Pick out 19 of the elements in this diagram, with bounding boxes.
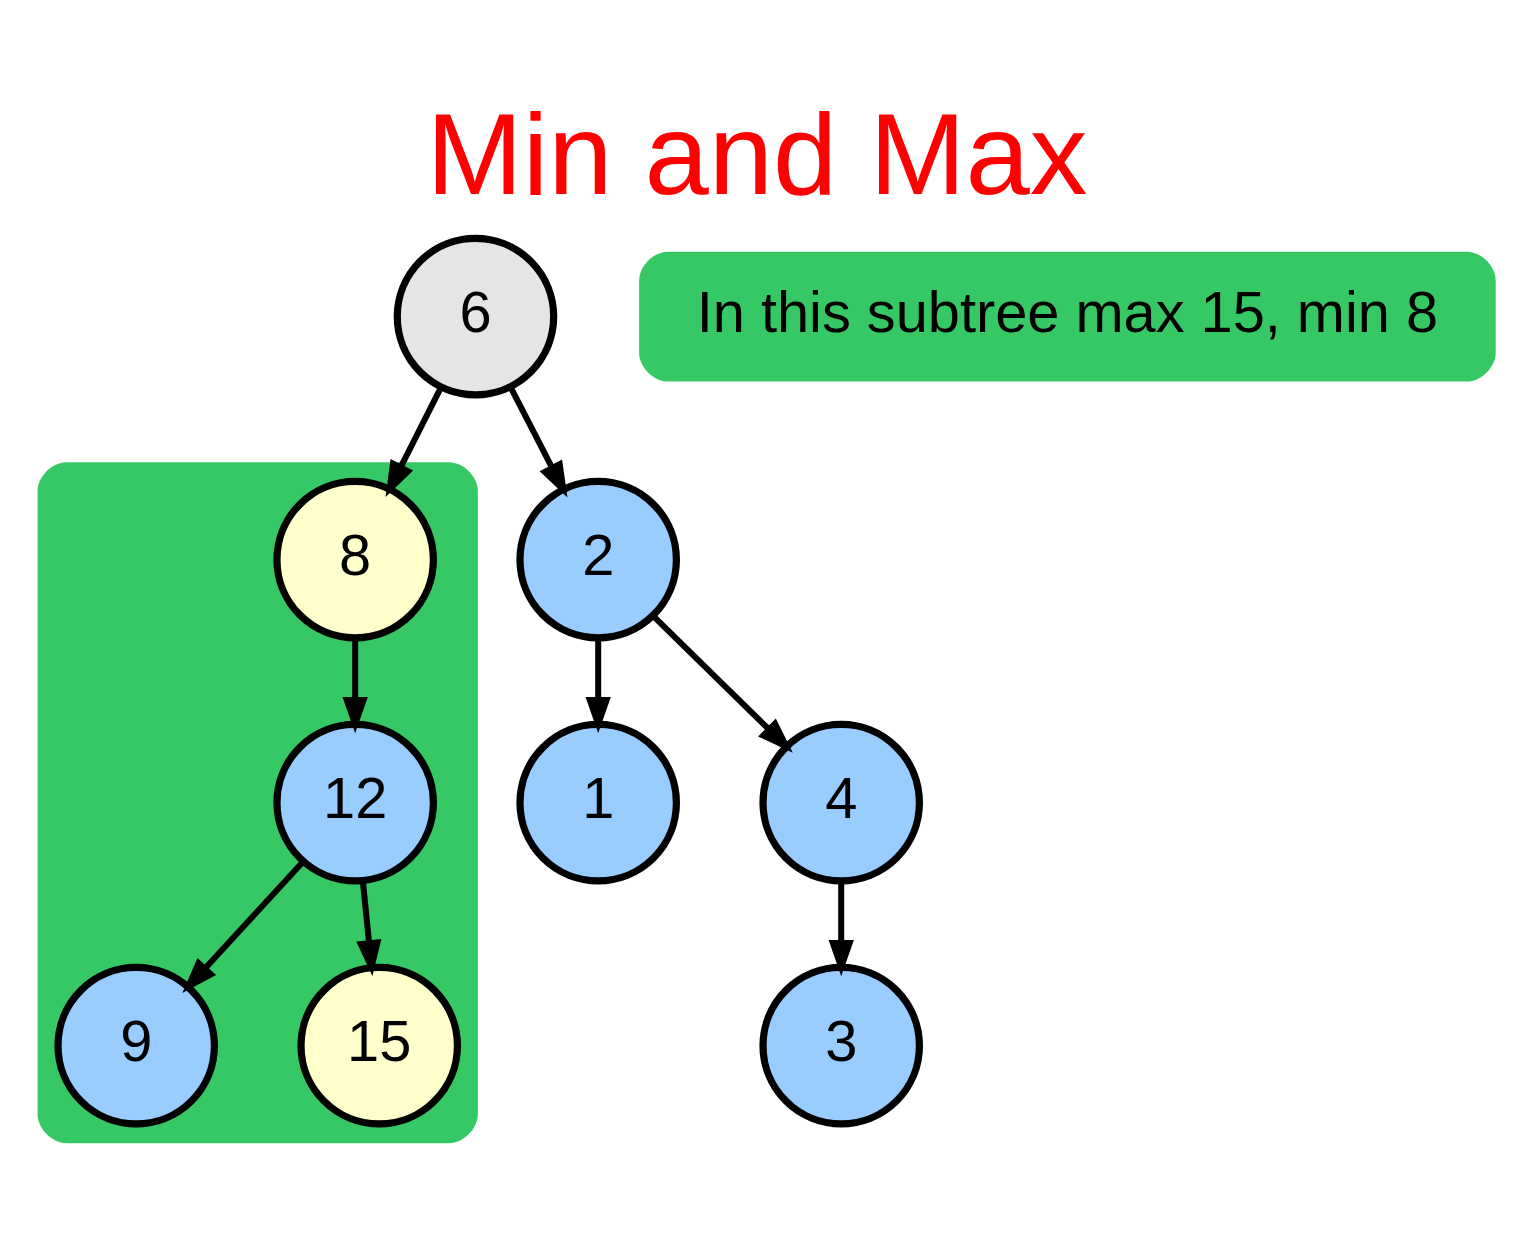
arrow (828, 881, 854, 977)
arrow (356, 880, 382, 977)
node-circle: 6 (393, 234, 558, 399)
arrow (342, 638, 368, 734)
node-circle: 9 (54, 963, 218, 1128)
cluster (37, 462, 478, 1144)
node-circle: 1 (516, 720, 680, 885)
node-circle: 12 (273, 720, 437, 885)
arrow (385, 385, 444, 498)
arrow (182, 859, 306, 994)
node-circle: 15 (297, 963, 462, 1128)
node-circle: 3 (759, 963, 924, 1128)
arrow (585, 638, 611, 734)
node-circle: 8 (273, 477, 437, 642)
node-circle: 2 (516, 477, 680, 642)
diagram-title: Min and Max (426, 88, 1088, 218)
node-box: In this subtree max 15, min 8 (639, 251, 1496, 382)
arrow (507, 385, 568, 498)
arrow (651, 613, 793, 753)
